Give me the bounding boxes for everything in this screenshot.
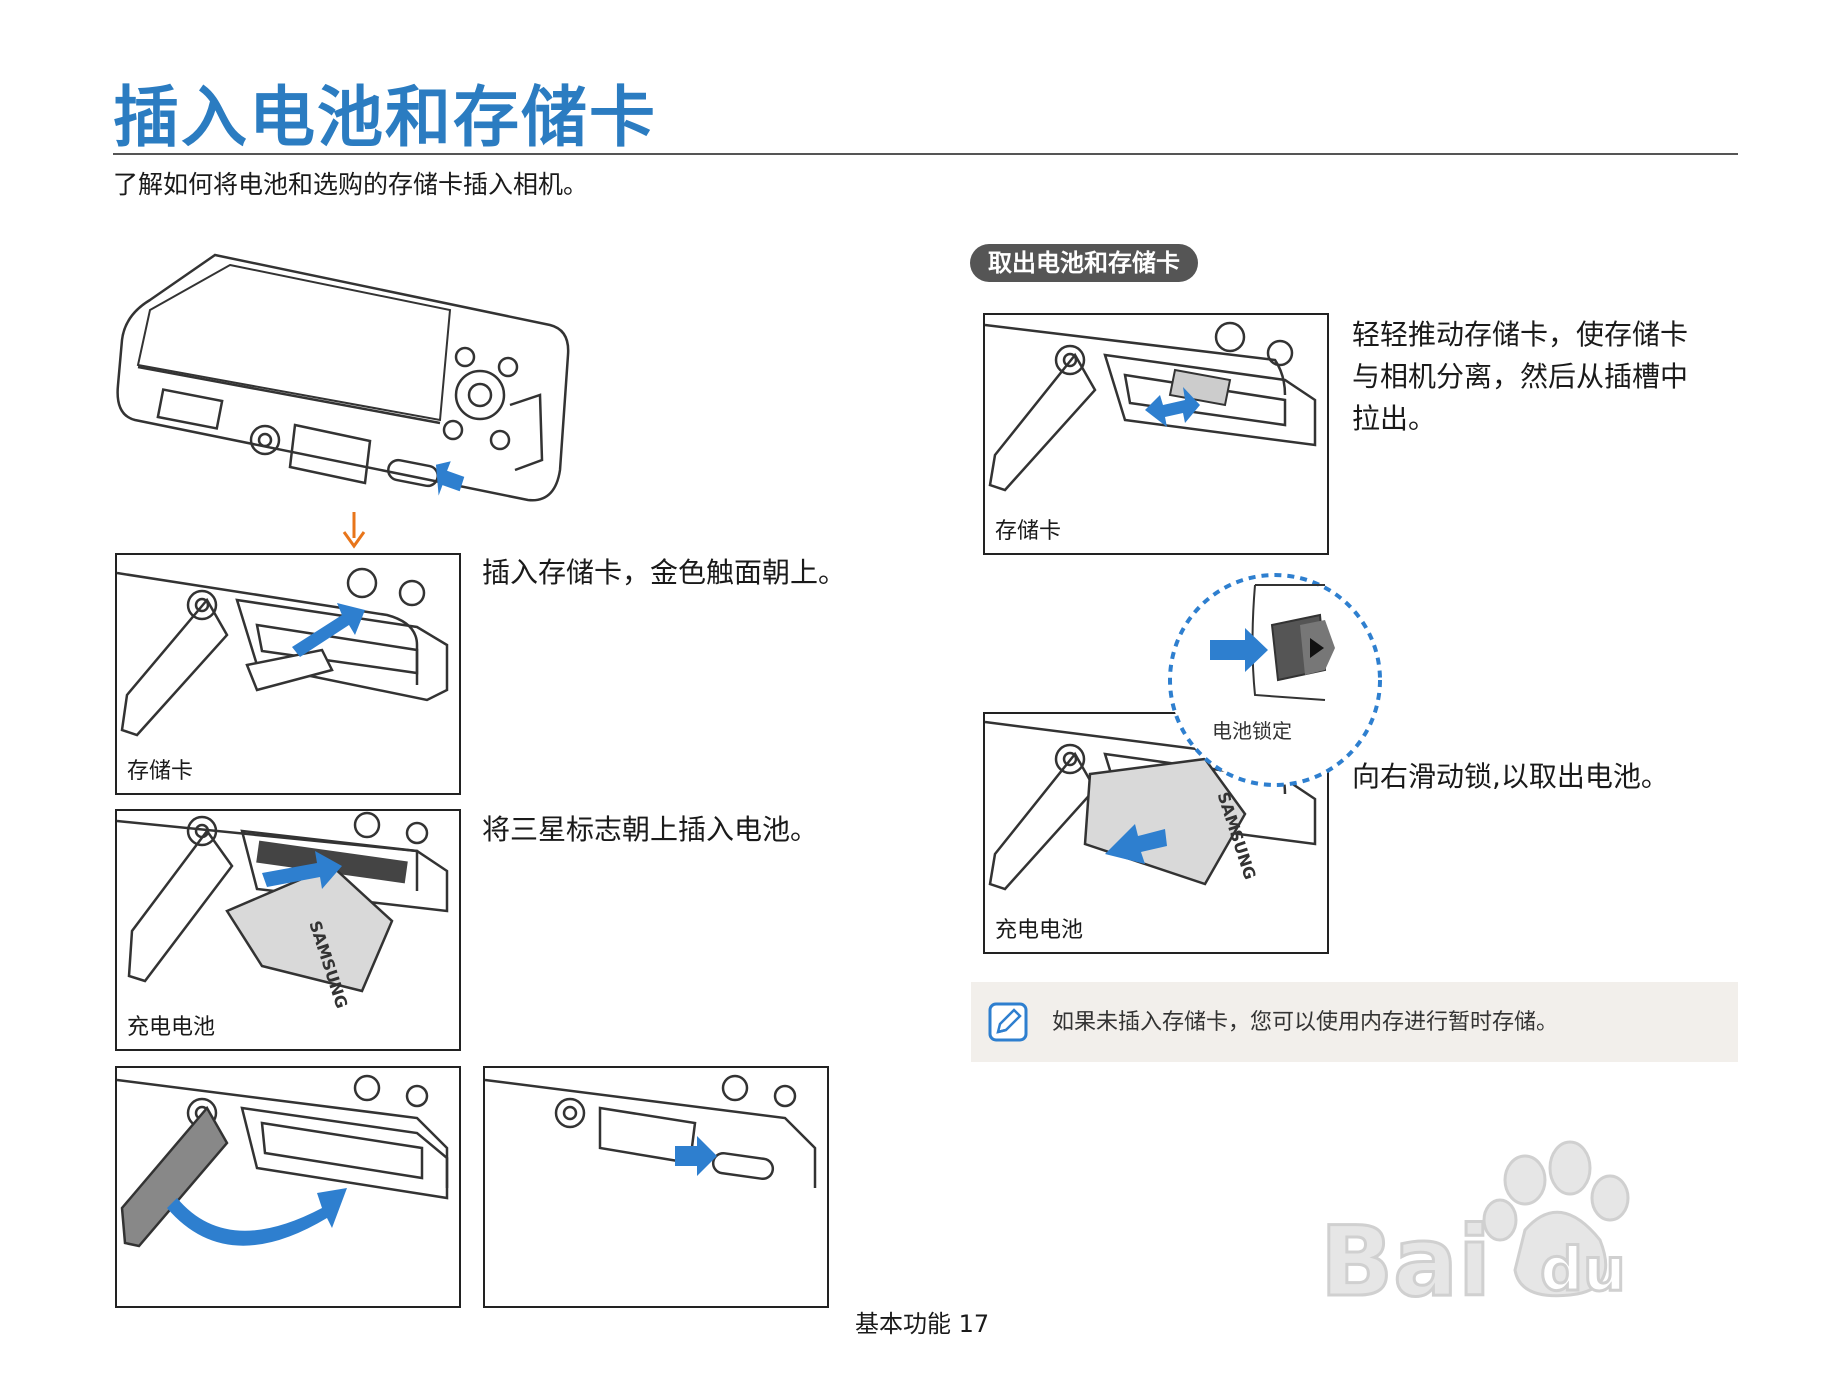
instruction-line: 拉出。 bbox=[1352, 402, 1437, 435]
section-label: 取出电池和存储卡 bbox=[970, 244, 1198, 282]
remove-card-instruction: 轻轻推动存储卡，使存储卡 与相机分离，然后从插槽中 拉出。 bbox=[1352, 314, 1688, 440]
note-box bbox=[971, 982, 1738, 1062]
battery-insert-figure: SAMSUNG 充电电池 bbox=[115, 809, 461, 1051]
figure-caption: 存储卡 bbox=[127, 759, 194, 784]
remove-battery-instruction: 向右滑动锁,以取出电池。 bbox=[1352, 760, 1669, 793]
camera-back-illustration bbox=[116, 253, 570, 502]
note-pencil-icon bbox=[988, 1002, 1028, 1042]
insert-card-instruction: 插入存储卡，金色触面朝上。 bbox=[482, 556, 847, 589]
svg-text:du: du bbox=[1540, 1235, 1626, 1305]
memory-card-remove-figure: 存储卡 bbox=[983, 313, 1329, 555]
page-title: 插入电池和存储卡 bbox=[113, 79, 657, 156]
lock-label: 电池锁定 bbox=[1212, 719, 1292, 743]
instruction-line: 轻轻推动存储卡，使存储卡 bbox=[1352, 318, 1689, 351]
figure-caption: 充电电池 bbox=[995, 918, 1084, 943]
memory-card-insert-figure: 存储卡 bbox=[115, 553, 461, 795]
instruction-line: 与相机分离，然后从插槽中 bbox=[1352, 360, 1689, 393]
note-text: 如果未插入存储卡，您可以使用内存进行暂时存储。 bbox=[1052, 1010, 1559, 1035]
svg-text:Bai: Bai bbox=[1320, 1206, 1491, 1318]
insert-battery-instruction: 将三星标志朝上插入电池。 bbox=[482, 813, 819, 846]
title-rule bbox=[113, 153, 1738, 155]
down-arrow-icon bbox=[342, 512, 366, 549]
page-subtitle: 了解如何将电池和选购的存储卡插入相机。 bbox=[113, 170, 589, 199]
battery-lock-zoom: 电池锁定 bbox=[1168, 573, 1382, 787]
baidu-watermark-logo: Bai du bbox=[1319, 1140, 1630, 1320]
figure-caption: 存储卡 bbox=[995, 519, 1062, 544]
lock-slide-figure bbox=[483, 1066, 829, 1308]
page-footer: 基本功能 17 bbox=[855, 1310, 990, 1338]
close-cover-figure bbox=[115, 1066, 461, 1308]
figure-caption: 充电电池 bbox=[127, 1015, 216, 1040]
